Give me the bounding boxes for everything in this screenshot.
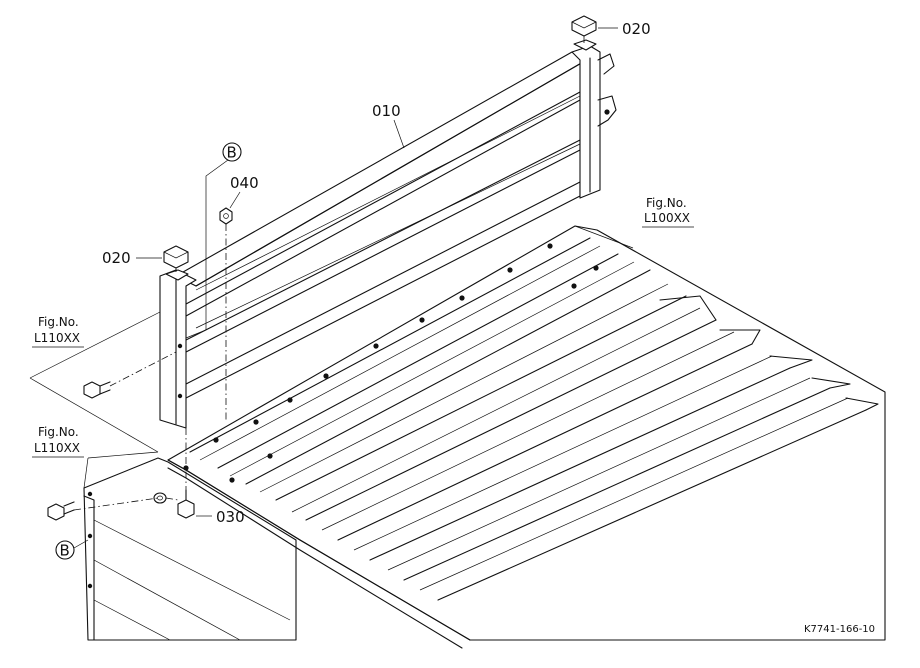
cap-top-right [571,15,597,51]
side-panel [83,457,297,641]
callout-010-text: 010 [372,102,401,120]
fig-ref-left-lower: Fig.No. L110XX [32,425,84,458]
callout-040: 040 [230,174,259,192]
cap-left [163,245,189,281]
drawing-code: K7741-166-10 [804,624,875,635]
callout-020-top-text: 020 [622,20,651,38]
bolt-030 [177,489,195,519]
callout-010: 010 [372,102,401,120]
callout-030: 030 [216,508,245,526]
callout-020-left: 020 [102,249,131,267]
fig-ref-left-upper-line2: L110XX [34,331,80,345]
callout-040-text: 040 [230,174,259,192]
callout-030-text: 030 [216,508,245,526]
front-gate [159,45,617,429]
fig-ref-left-lower-line1: Fig.No. [38,425,79,439]
bolt-left-lower [47,501,75,521]
nut-040 [219,207,233,225]
callout-020-top: 020 [622,20,651,38]
bed-floor [167,225,886,649]
fig-ref-right-line2: L100XX [644,211,690,225]
fig-ref-right: Fig.No. L100XX [642,196,694,228]
fig-ref-left-upper: Fig.No. L110XX [32,315,84,348]
fig-ref-left-lower-line2: L110XX [34,441,80,455]
fig-ref-right-line1: Fig.No. [646,196,687,210]
assembly-lines [29,27,634,549]
ref-b-bottom: B [55,540,75,560]
ref-b-top: B [222,142,242,162]
ref-b-bottom-text: B [60,542,70,560]
ref-b-top-text: B [227,144,237,162]
fig-ref-left-upper-line1: Fig.No. [38,315,79,329]
callout-020-left-text: 020 [102,249,131,267]
bolt-left-upper [83,381,111,399]
